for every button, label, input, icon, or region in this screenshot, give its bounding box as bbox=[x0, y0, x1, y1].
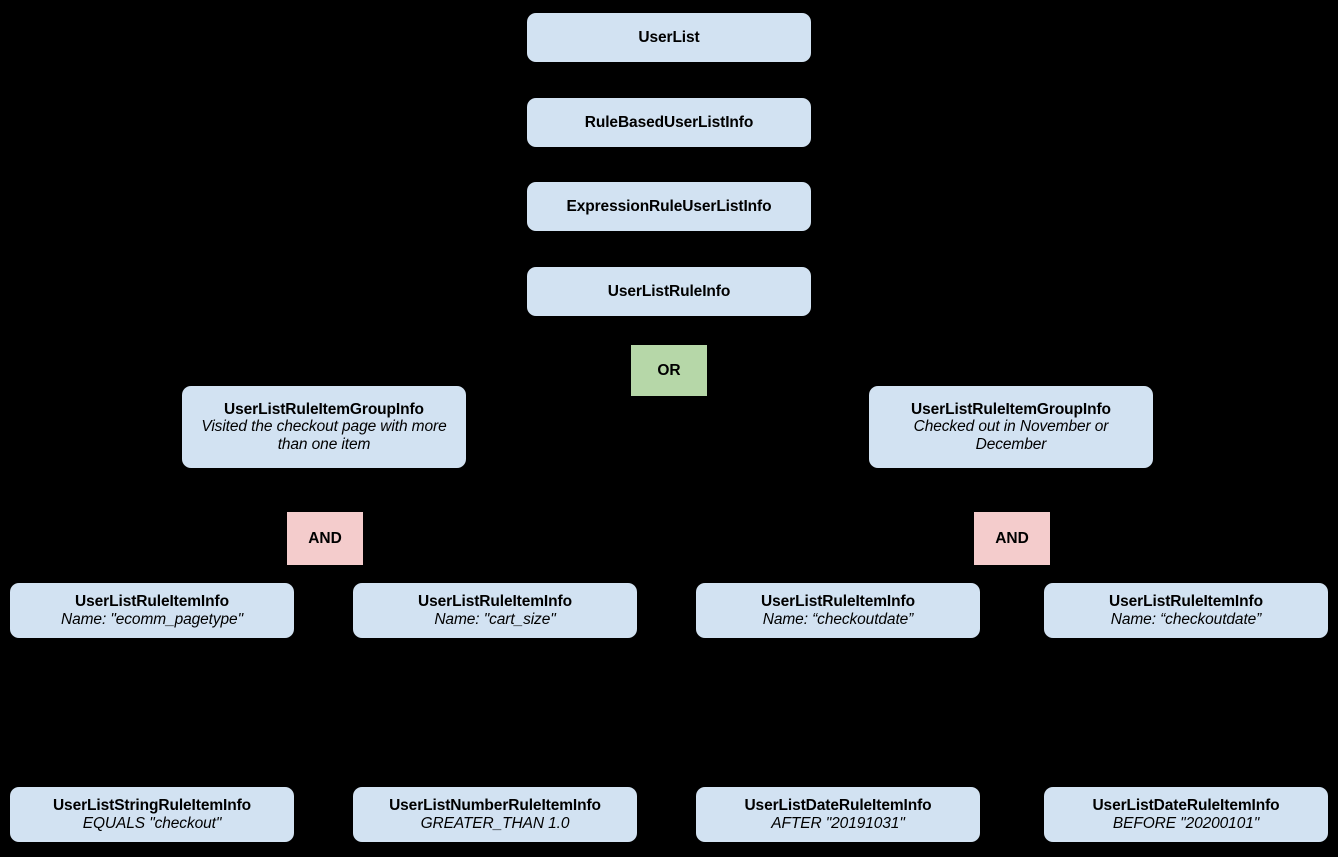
node-or-operator[interactable]: OR bbox=[631, 345, 707, 396]
node-subtitle: AFTER "20191031" bbox=[771, 814, 905, 832]
node-title: UserListRuleItemInfo bbox=[761, 593, 915, 611]
edge-and-left-to-item2 bbox=[347, 563, 496, 585]
node-subtitle: Name: “checkoutdate” bbox=[762, 610, 914, 628]
node-and-left[interactable]: AND bbox=[287, 512, 363, 565]
node-title: UserListRuleItemInfo bbox=[75, 593, 229, 611]
node-leaf-number-rule-item[interactable]: UserListNumberRuleItemInfo GREATER_THAN … bbox=[353, 787, 637, 842]
node-rule-based-user-list-info[interactable]: RuleBasedUserListInfo bbox=[527, 98, 811, 147]
node-subtitle: Name: "ecomm_pagetype" bbox=[61, 610, 243, 628]
node-title: UserListRuleItemInfo bbox=[418, 593, 572, 611]
node-user-list[interactable]: UserList bbox=[527, 13, 811, 62]
node-title: UserListRuleItemGroupInfo bbox=[224, 400, 424, 418]
edge-and-right-to-item4 bbox=[1034, 563, 1187, 585]
node-rule-item-4[interactable]: UserListRuleItemInfo Name: “checkoutdate… bbox=[1044, 583, 1328, 638]
node-title: UserList bbox=[638, 28, 700, 46]
node-user-list-rule-info[interactable]: UserListRuleInfo bbox=[527, 267, 811, 316]
node-group-right[interactable]: UserListRuleItemGroupInfo Checked out in… bbox=[869, 386, 1153, 468]
and-label: AND bbox=[995, 529, 1029, 547]
node-subtitle: Name: “checkoutdate” bbox=[1110, 610, 1262, 628]
node-title: ExpressionRuleUserListInfo bbox=[566, 197, 772, 215]
node-title: UserListDateRuleItemInfo bbox=[1092, 797, 1280, 815]
node-title: UserListDateRuleItemInfo bbox=[744, 797, 932, 815]
node-leaf-date-rule-item-before[interactable]: UserListDateRuleItemInfo BEFORE "2020010… bbox=[1044, 787, 1328, 842]
node-title: UserListStringRuleItemInfo bbox=[52, 797, 252, 815]
node-title: UserListRuleInfo bbox=[607, 282, 731, 300]
node-subtitle: Visited the checkout page with more than… bbox=[201, 418, 447, 453]
node-title: UserListRuleItemGroupInfo bbox=[911, 400, 1111, 418]
node-title: UserListNumberRuleItemInfo bbox=[389, 797, 601, 815]
node-rule-item-1[interactable]: UserListRuleItemInfo Name: "ecomm_pagety… bbox=[10, 583, 294, 638]
node-leaf-date-rule-item-after[interactable]: UserListDateRuleItemInfo AFTER "20191031… bbox=[696, 787, 980, 842]
node-subtitle: Checked out in November or December bbox=[913, 418, 1109, 453]
node-rule-item-3[interactable]: UserListRuleItemInfo Name: “checkoutdate… bbox=[696, 583, 980, 638]
node-leaf-string-rule-item[interactable]: UserListStringRuleItemInfo EQUALS "check… bbox=[10, 787, 294, 842]
node-title: UserListRuleItemInfo bbox=[1109, 593, 1263, 611]
edge-and-right-to-item3 bbox=[837, 563, 988, 585]
node-subtitle: EQUALS "checkout" bbox=[82, 814, 222, 832]
node-subtitle: BEFORE "20200101" bbox=[1112, 814, 1260, 832]
node-title: RuleBasedUserListInfo bbox=[584, 113, 754, 131]
node-group-left[interactable]: UserListRuleItemGroupInfo Visited the ch… bbox=[182, 386, 466, 468]
and-label: AND bbox=[308, 529, 342, 547]
node-and-right[interactable]: AND bbox=[974, 512, 1050, 565]
node-subtitle: Name: "cart_size" bbox=[434, 610, 556, 628]
node-rule-item-2[interactable]: UserListRuleItemInfo Name: "cart_size" bbox=[353, 583, 637, 638]
node-subtitle: GREATER_THAN 1.0 bbox=[420, 814, 570, 832]
or-label: OR bbox=[657, 361, 681, 379]
node-expression-rule-user-list-info[interactable]: ExpressionRuleUserListInfo bbox=[527, 182, 811, 231]
edge-and-left-to-item1 bbox=[151, 563, 301, 585]
